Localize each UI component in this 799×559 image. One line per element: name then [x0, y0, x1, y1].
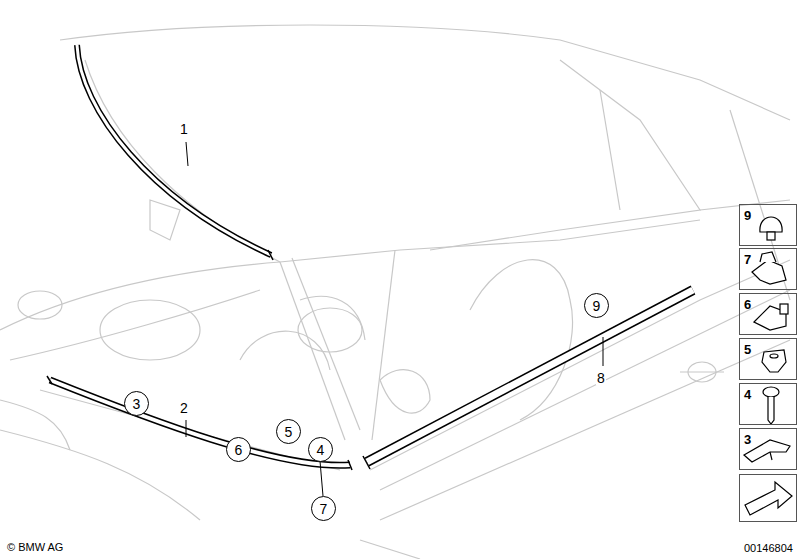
callout-number: 3 — [744, 433, 751, 446]
callout-number: 9 — [593, 299, 601, 313]
legend-part-box: 5 — [739, 338, 797, 380]
callout-circle: 3 — [124, 391, 149, 416]
callout-number: 3 — [133, 397, 141, 411]
callout-number: 7 — [320, 502, 328, 516]
callout-number: 1 — [179, 122, 189, 136]
callout-number: 2 — [179, 401, 189, 415]
footer-note: © BMW AG — [6, 542, 64, 553]
callout-circle: 7 — [311, 496, 336, 521]
legend-part-box: 9 — [739, 204, 797, 246]
callout-number: 7 — [744, 253, 751, 266]
callout-number: 9 — [744, 209, 751, 222]
callout-number: 4 — [744, 388, 751, 401]
legend-part-box: 4 — [739, 383, 797, 425]
legend-part-box: 7 — [739, 248, 797, 290]
callout-circle: 6 — [226, 437, 251, 462]
callout-circle: 5 — [276, 419, 301, 444]
legend-part-box: 3 — [739, 428, 797, 470]
callout-number: 6 — [235, 443, 243, 457]
callout-number: 4 — [317, 443, 325, 457]
callout-number: 5 — [285, 425, 293, 439]
callout-number: 8 — [596, 371, 606, 385]
legend-part-box: 6 — [739, 293, 797, 335]
callout-number: 6 — [744, 298, 751, 311]
callout-number: 5 — [744, 343, 751, 356]
footer-note: 00146804 — [743, 543, 794, 554]
callout-circle: 4 — [308, 437, 333, 462]
callout-circle: 9 — [584, 293, 609, 318]
